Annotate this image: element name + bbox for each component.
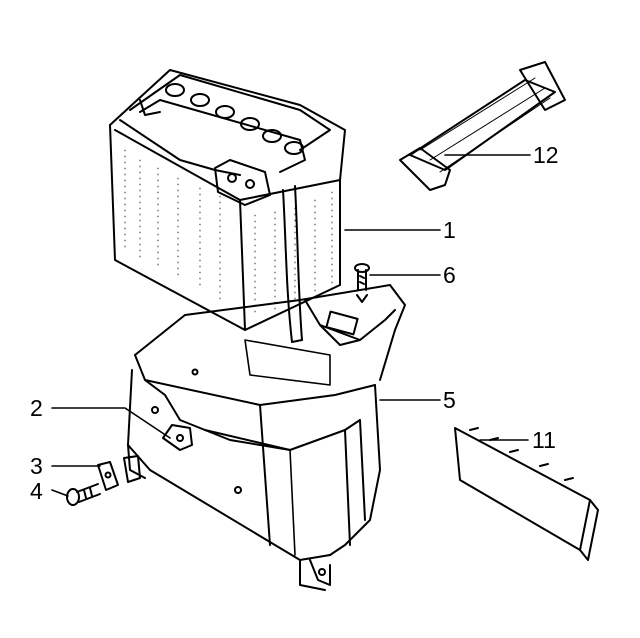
- strap-part: [399, 61, 566, 191]
- callout-1: 1: [443, 217, 456, 243]
- callout-11: 11: [532, 427, 556, 453]
- top-screw-part: [354, 263, 370, 303]
- callout-5: 5: [443, 387, 456, 413]
- leader-lines: [51, 154, 531, 497]
- leader-2: [51, 407, 171, 439]
- battery: [109, 69, 346, 343]
- callout-3: 3: [30, 453, 43, 479]
- callout-2: 2: [30, 395, 43, 421]
- leader-4: [51, 489, 69, 497]
- washer-part: [97, 455, 141, 491]
- battery-box: [127, 284, 406, 591]
- callout-4: 4: [30, 478, 43, 504]
- callout-12: 12: [533, 142, 559, 168]
- tray-clip-part: [162, 424, 193, 451]
- callout-6: 6: [443, 262, 456, 288]
- cover-panel-part: [454, 427, 599, 561]
- screw-part: [66, 483, 101, 506]
